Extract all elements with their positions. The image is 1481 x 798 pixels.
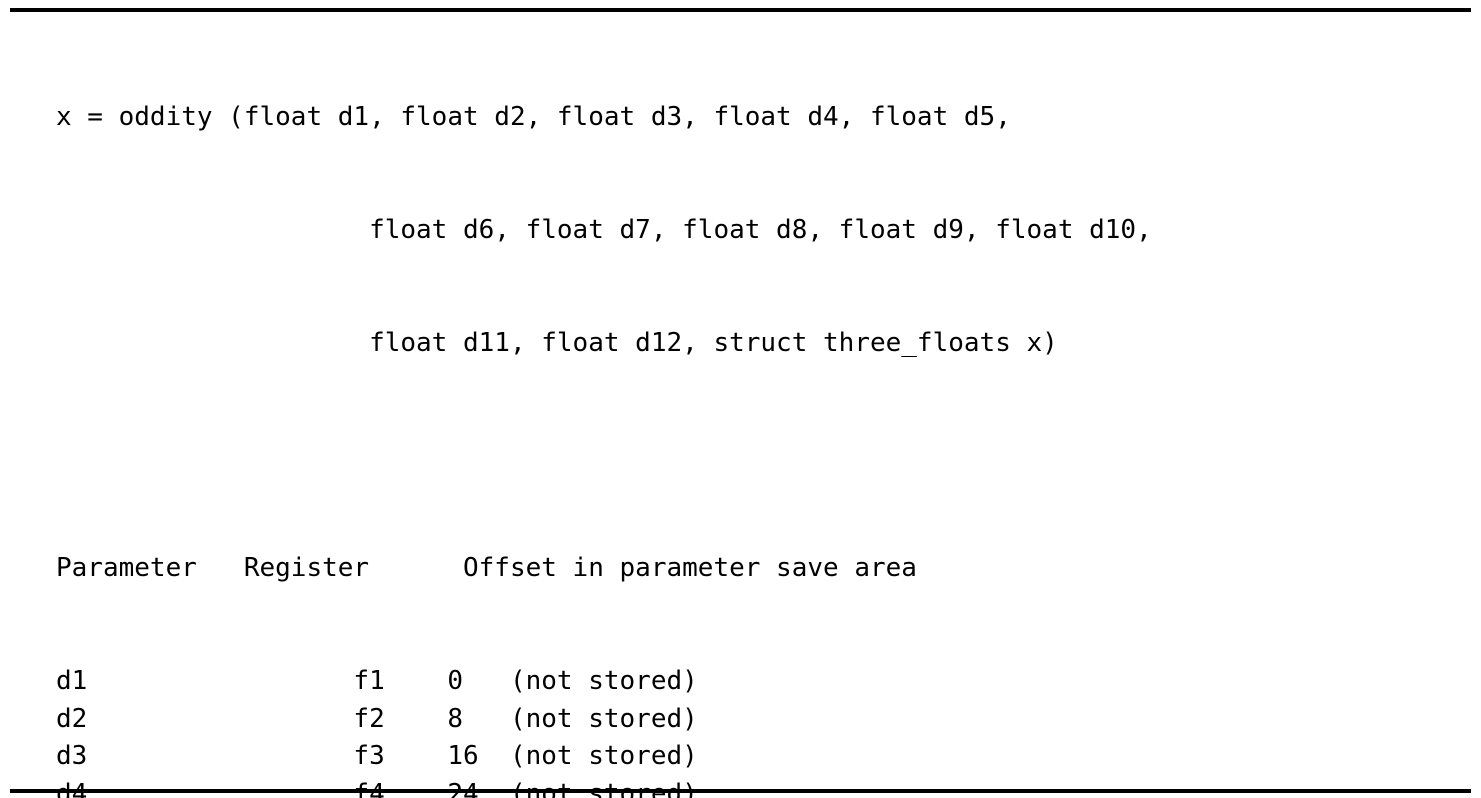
table-row: d3 f3 16 (not stored): [56, 741, 698, 772]
table-row: d4 f4 24 (not stored): [56, 776, 1152, 798]
table-row: d1 f1 0 (not stored): [56, 666, 698, 697]
signature-line-2: float d6, float d7, float d8, float d9, …: [56, 214, 1152, 245]
table-body: d1 f1 0 (not stored) d2 f2 8 (not stored)…: [56, 663, 1152, 798]
top-rule: [10, 8, 1471, 12]
bottom-rule: [10, 789, 1471, 793]
code-listing: x = oddity (float d1, float d2, float d3…: [56, 24, 1152, 798]
signature-line-3: float d11, float d12, struct three_float…: [56, 327, 1058, 358]
blank-line: [56, 438, 1152, 476]
table-row: d2 f2 8 (not stored): [56, 703, 698, 734]
signature-line-1: x = oddity (float d1, float d2, float d3…: [56, 102, 1011, 133]
table-header-row: Parameter Register Offset in parameter s…: [56, 553, 917, 584]
